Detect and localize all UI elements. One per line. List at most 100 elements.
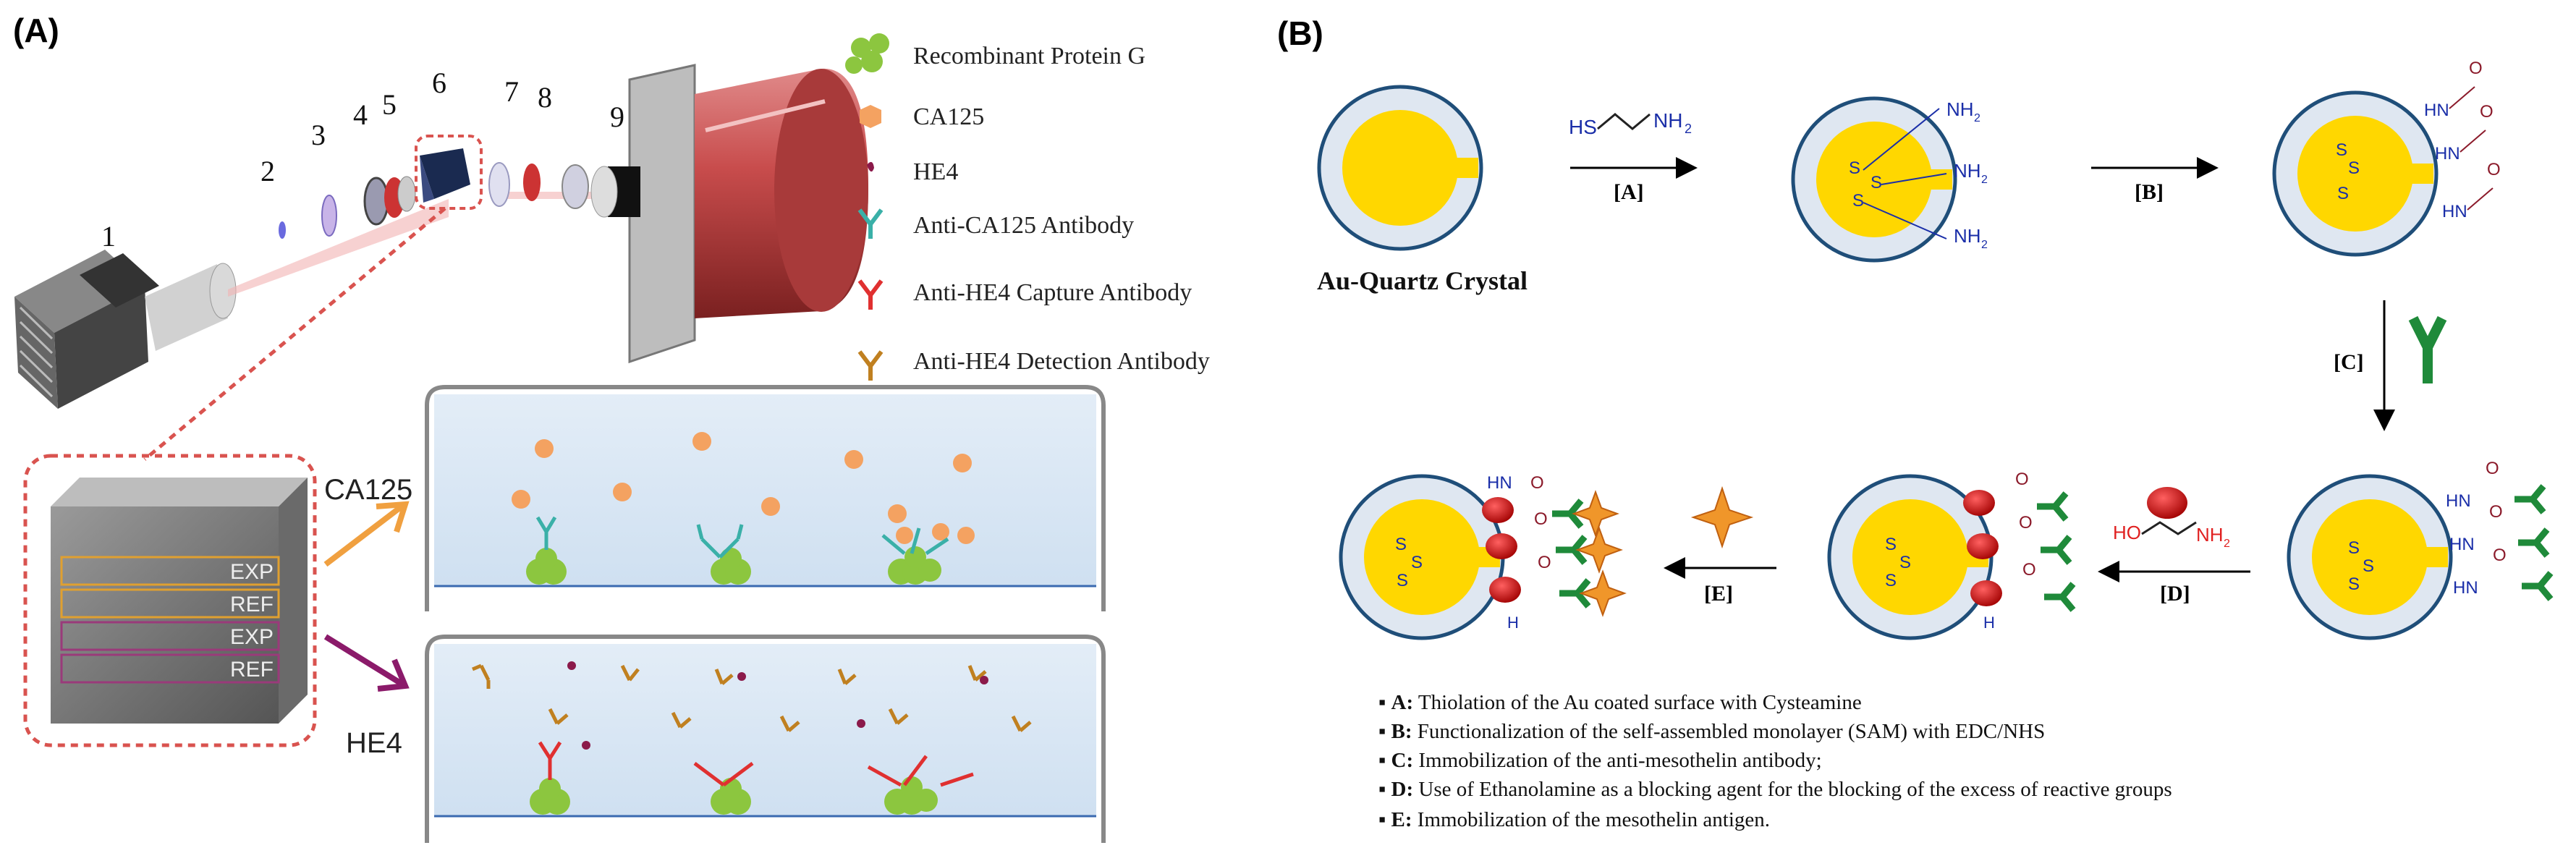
sulfur-label: S <box>2348 538 2360 558</box>
blocking-bead <box>1482 497 1514 523</box>
oxygen-label: O <box>2493 546 2507 565</box>
zoom-highlight-box <box>415 135 483 210</box>
carbonyl-bond <box>2449 86 2475 109</box>
oxygen-label: O <box>1534 509 1548 529</box>
antibody-mark <box>2514 484 2546 514</box>
oxygen-label: O <box>2489 502 2503 522</box>
svg-text:HS: HS <box>1569 116 1597 138</box>
hn-label: HN <box>2446 491 2471 511</box>
sulfur-label: S <box>1885 571 1897 590</box>
notes-list: ▪ A: Thiolation of the Au coated surface… <box>1378 691 2172 831</box>
optics-train <box>279 148 589 239</box>
note-e: ▪ E: Immobilization of the mesothelin an… <box>1378 808 1770 831</box>
anti-he4-detection-icon <box>857 350 884 381</box>
ca125-well <box>425 385 1106 611</box>
sulfur-label: S <box>1852 191 1864 211</box>
detector-drum <box>590 64 868 364</box>
crystal-label: Au-Quartz Crystal <box>1317 266 1528 295</box>
legend-text-anti-he4-detection: Anti-HE4 Detection Antibody <box>913 348 1210 375</box>
panel-a-label: (A) <box>13 12 59 49</box>
svg-text:NH: NH <box>2196 524 2224 546</box>
oxygen-label: O <box>2022 560 2036 580</box>
anti-ca125-antibody-icon <box>857 208 884 239</box>
component-number-9: 9 <box>610 101 624 133</box>
chip-row-3: EXP <box>230 625 274 649</box>
sulfur-label: S <box>2337 184 2349 203</box>
electrode-tab <box>2420 547 2448 567</box>
he4-icon <box>867 161 874 172</box>
subscript: 2 <box>1981 239 1988 251</box>
gold-electrode <box>1816 122 1932 237</box>
step-e-label: [E] <box>1704 582 1733 606</box>
note-c: ▪ C: Immobilization of the anti-mesothel… <box>1378 749 1822 772</box>
blocking-bead <box>1489 577 1521 603</box>
oxygen-label: O <box>2019 513 2033 533</box>
electrode-tab <box>2406 164 2433 184</box>
cysteamine-structure: HS NH 2 <box>1569 109 1692 138</box>
ethanolamine-structure: HO NH 2 <box>2113 487 2230 550</box>
he4-well <box>425 635 1106 843</box>
legend-text-anti-ca125: Anti-CA125 Antibody <box>913 212 1134 239</box>
component-number-3: 3 <box>311 119 326 151</box>
sulfur-label: S <box>1397 571 1408 590</box>
chip-row-4: REF <box>230 658 274 682</box>
ca125-arrow-label: CA125 <box>324 474 412 506</box>
anti-he4-capture-icon <box>857 279 884 310</box>
component-number-5: 5 <box>382 88 397 121</box>
carbonyl-bond <box>2460 130 2486 153</box>
subscript: 2 <box>1974 112 1980 124</box>
gold-electrode <box>1342 110 1458 226</box>
sensor-chip: EXP REF EXP REF <box>23 454 317 747</box>
sulfur-label: S <box>1899 553 1911 572</box>
gold-electrode <box>1852 499 1968 615</box>
linker-chain <box>1863 202 1947 239</box>
legend-text-protein-g: Recombinant Protein G <box>913 43 1145 69</box>
svg-text:HO: HO <box>2113 522 2141 543</box>
svg-text:2: 2 <box>2224 538 2230 550</box>
he4-arrow-label: HE4 <box>346 727 402 759</box>
blocking-bead <box>1970 580 2002 606</box>
sulfur-label: S <box>1411 553 1423 572</box>
blocking-bead <box>1486 533 1517 559</box>
note-d: ▪ D: Use of Ethanolamine as a blocking a… <box>1378 778 2172 801</box>
electrode-tab <box>1451 158 1478 178</box>
blocking-bead <box>1963 490 1995 516</box>
camera-component <box>14 250 237 409</box>
oxygen-label: O <box>1538 553 1551 572</box>
svg-text:NH: NH <box>1653 109 1682 132</box>
antibody-mark <box>2041 535 2072 565</box>
step-a-label: [A] <box>1614 180 1644 204</box>
legend-text-ca125: CA125 <box>913 103 984 130</box>
note-b: ▪ B: Functionalization of the self-assem… <box>1378 720 2045 743</box>
antigen-mark <box>1579 569 1627 617</box>
component-number-6: 6 <box>432 67 446 99</box>
gold-electrode <box>1364 499 1480 615</box>
hn-label: HN <box>2453 578 2478 598</box>
sulfur-label: S <box>2348 574 2360 594</box>
oxygen-label: O <box>2486 459 2499 478</box>
sulfur-label: S <box>2363 556 2374 576</box>
step-b-label: [B] <box>2135 180 2164 204</box>
oxygen-label: O <box>2480 102 2494 122</box>
antibody-mark <box>2037 491 2069 522</box>
protein-g-icon <box>845 33 889 74</box>
blocking-bead <box>1967 533 1999 559</box>
gold-electrode <box>2312 499 2428 615</box>
ca125-arrow <box>323 504 404 567</box>
hn-label: HN <box>2442 202 2467 221</box>
subscript: 2 <box>1981 174 1988 186</box>
step-c-label: [C] <box>2334 350 2364 374</box>
antibody-mark <box>2522 571 2554 601</box>
light-beam <box>228 199 449 297</box>
sulfur-label: S <box>2336 140 2347 160</box>
svg-text:2: 2 <box>1685 122 1692 136</box>
component-number-1: 1 <box>101 220 116 253</box>
legend-text-anti-he4-capture: Anti-HE4 Capture Antibody <box>913 279 1192 306</box>
linker-chain <box>1881 173 1947 185</box>
hn-label: HN <box>1487 473 1512 493</box>
hn-label: HN <box>2435 144 2460 164</box>
